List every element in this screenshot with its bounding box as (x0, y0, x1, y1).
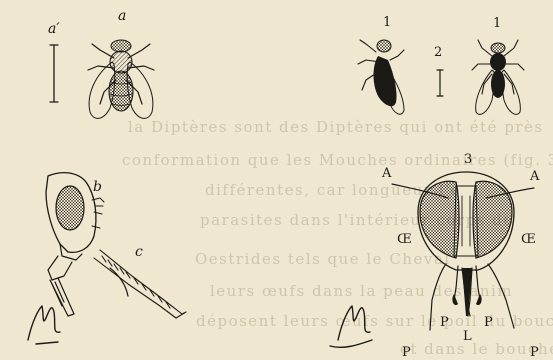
head-3-right-eye (473, 181, 512, 258)
figure-1-flies: 1 1 2 (358, 15, 524, 114)
scale-bar-2 (437, 70, 443, 96)
label-antenna-left: A (381, 166, 392, 181)
label-antenna-right: A (529, 169, 540, 184)
label-eye-left: Œ (397, 232, 412, 247)
scale-bar-a (50, 45, 58, 102)
engraver-signature-left (28, 306, 60, 344)
fly-1-top-view (472, 40, 524, 114)
label-leg-left: P (402, 345, 411, 360)
fig-b-label: b (93, 179, 102, 195)
label-leg-right: P (530, 345, 539, 360)
bleed-line: conformation que les Mouches ordinaires … (122, 151, 553, 169)
fig-a-scale-label: a′ (48, 21, 60, 37)
bleed-line: parasites dans l'intérieur corps de (200, 211, 514, 229)
appendage-c (94, 250, 186, 318)
fig-1-right-label: 1 (493, 16, 501, 31)
bleed-line: la Diptères sont des Diptères qui ont ét… (128, 118, 544, 136)
label-eye-right: Œ (521, 232, 536, 247)
head-3-left-eye (420, 181, 459, 258)
figure-b-head-side: b c (46, 173, 186, 318)
bleed-line: Oestrides tels que le Cheval (195, 250, 451, 268)
proboscis-b (48, 256, 74, 316)
fly-1-side-view (358, 40, 404, 114)
fig-c-label: c (135, 244, 143, 260)
fig-a-label: a (118, 8, 126, 24)
label-labium: L (463, 329, 472, 344)
fly-a-head (111, 40, 131, 52)
bleed-line: déposent leurs œufs sur le poil du bouch… (196, 312, 553, 330)
bleed-line: différentes, car longueur l'é (205, 181, 461, 199)
head-b-eye (56, 186, 84, 230)
fig-2-scale-label: 2 (434, 45, 442, 60)
fly-a-thorax (110, 51, 132, 73)
figure-a-fly: a a′ (48, 8, 154, 118)
fig-3-label: 3 (464, 152, 472, 167)
label-palp-left: P (440, 315, 449, 330)
fly-a-abdomen (109, 71, 133, 111)
label-palp-right: P (484, 315, 493, 330)
fig-1-left-label: 1 (383, 15, 391, 30)
